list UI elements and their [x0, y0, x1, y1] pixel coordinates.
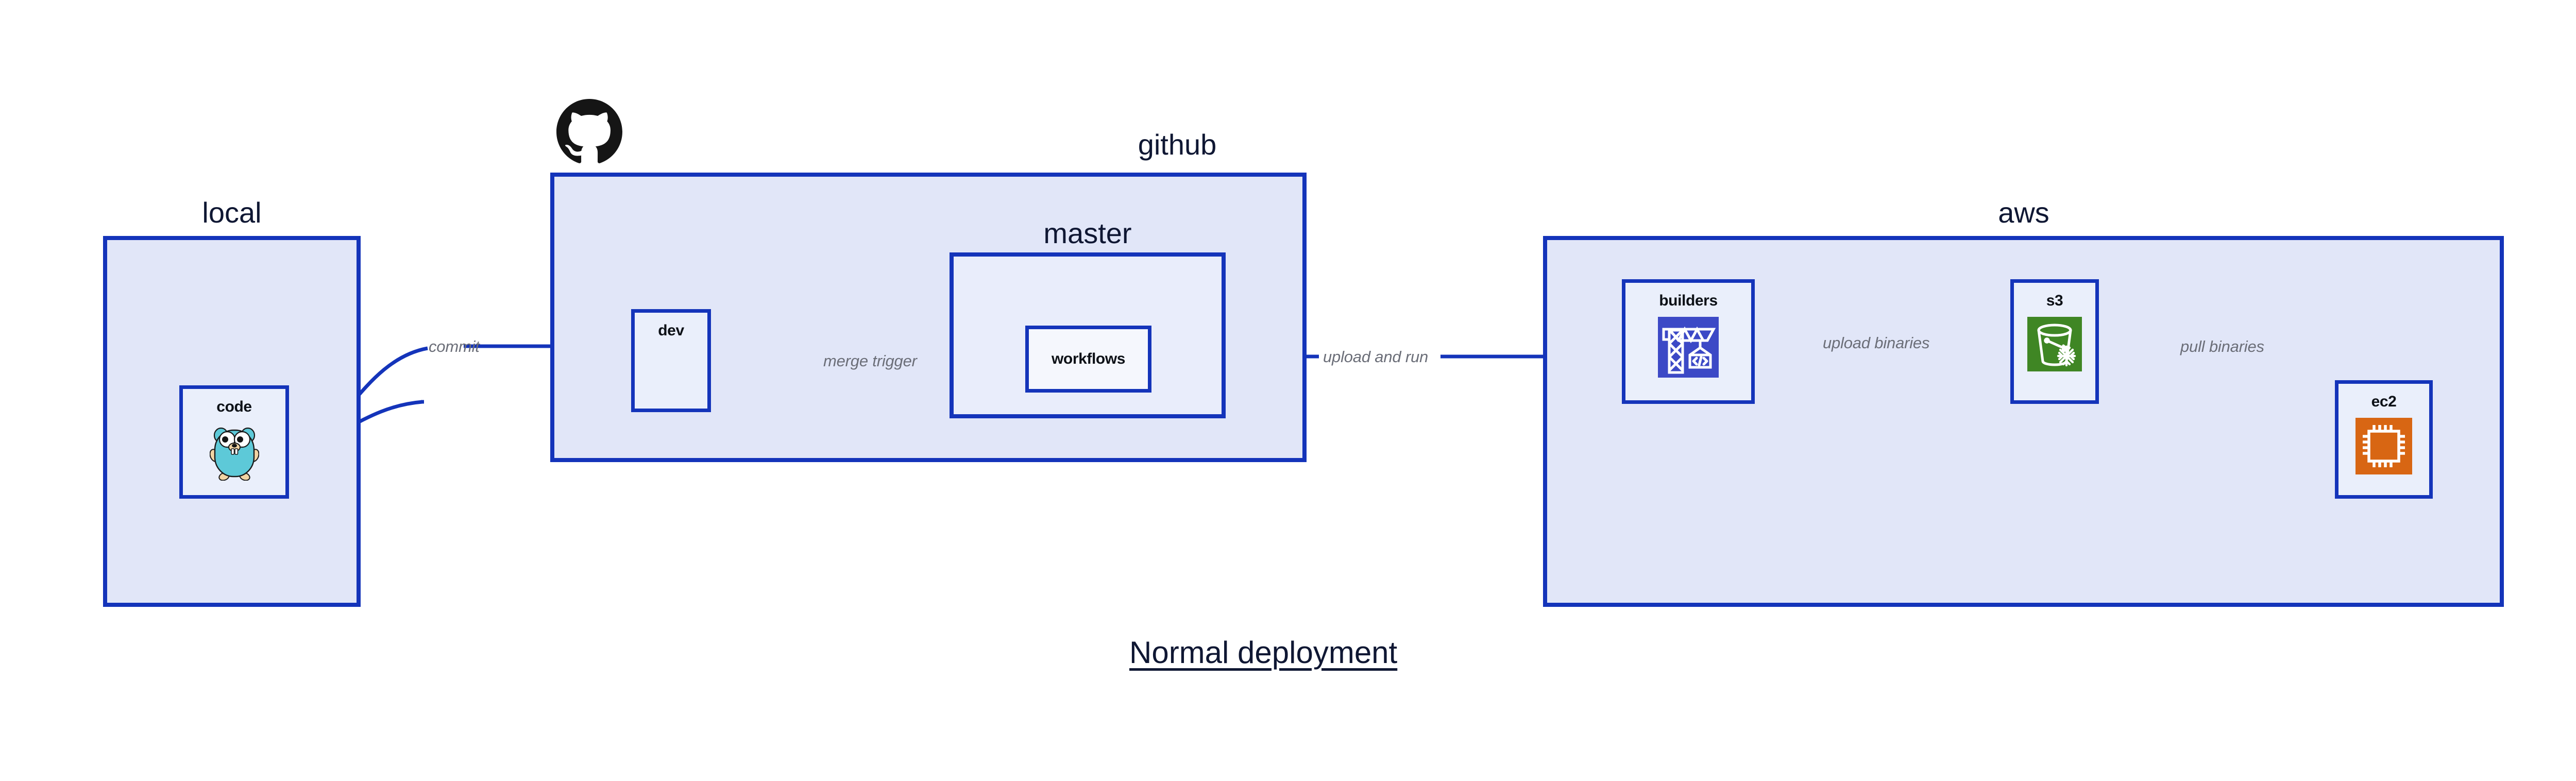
group-label-aws: aws — [1998, 196, 2049, 229]
node-dev-label: dev — [658, 322, 684, 339]
edge-label-upload-and-run: upload and run — [1323, 348, 1429, 366]
node-s3[interactable]: s3 — [2010, 279, 2099, 404]
github-octocat-icon — [556, 99, 622, 167]
group-label-local: local — [202, 196, 262, 229]
node-dev[interactable]: dev — [631, 309, 711, 412]
node-workflows[interactable]: workflows — [1025, 326, 1151, 393]
node-s3-label: s3 — [2046, 292, 2063, 309]
node-builders[interactable]: builders — [1622, 279, 1755, 404]
group-label-master: master — [1043, 217, 1132, 249]
edge-label-commit: commit — [429, 337, 480, 355]
aws-ec2-chip-icon — [2355, 418, 2412, 477]
edge-label-merge-trigger: merge trigger — [823, 352, 917, 370]
node-code[interactable]: code — [179, 385, 289, 499]
go-gopher-icon — [209, 423, 259, 483]
aws-s3-glacier-bucket-icon — [2027, 317, 2082, 374]
node-builders-label: builders — [1659, 292, 1718, 309]
node-workflows-label: workflows — [1051, 350, 1126, 367]
edge-label-upload-binaries: upload binaries — [1823, 334, 1930, 352]
node-ec2-label: ec2 — [2371, 393, 2397, 410]
diagram-title: Normal deployment — [1129, 635, 1398, 670]
group-label-github: github — [1138, 128, 1217, 161]
edge-label-pull-binaries: pull binaries — [2180, 337, 2264, 355]
node-ec2[interactable]: ec2 — [2335, 380, 2433, 499]
aws-codebuild-icon — [1658, 317, 1719, 380]
node-code-label: code — [216, 398, 252, 415]
